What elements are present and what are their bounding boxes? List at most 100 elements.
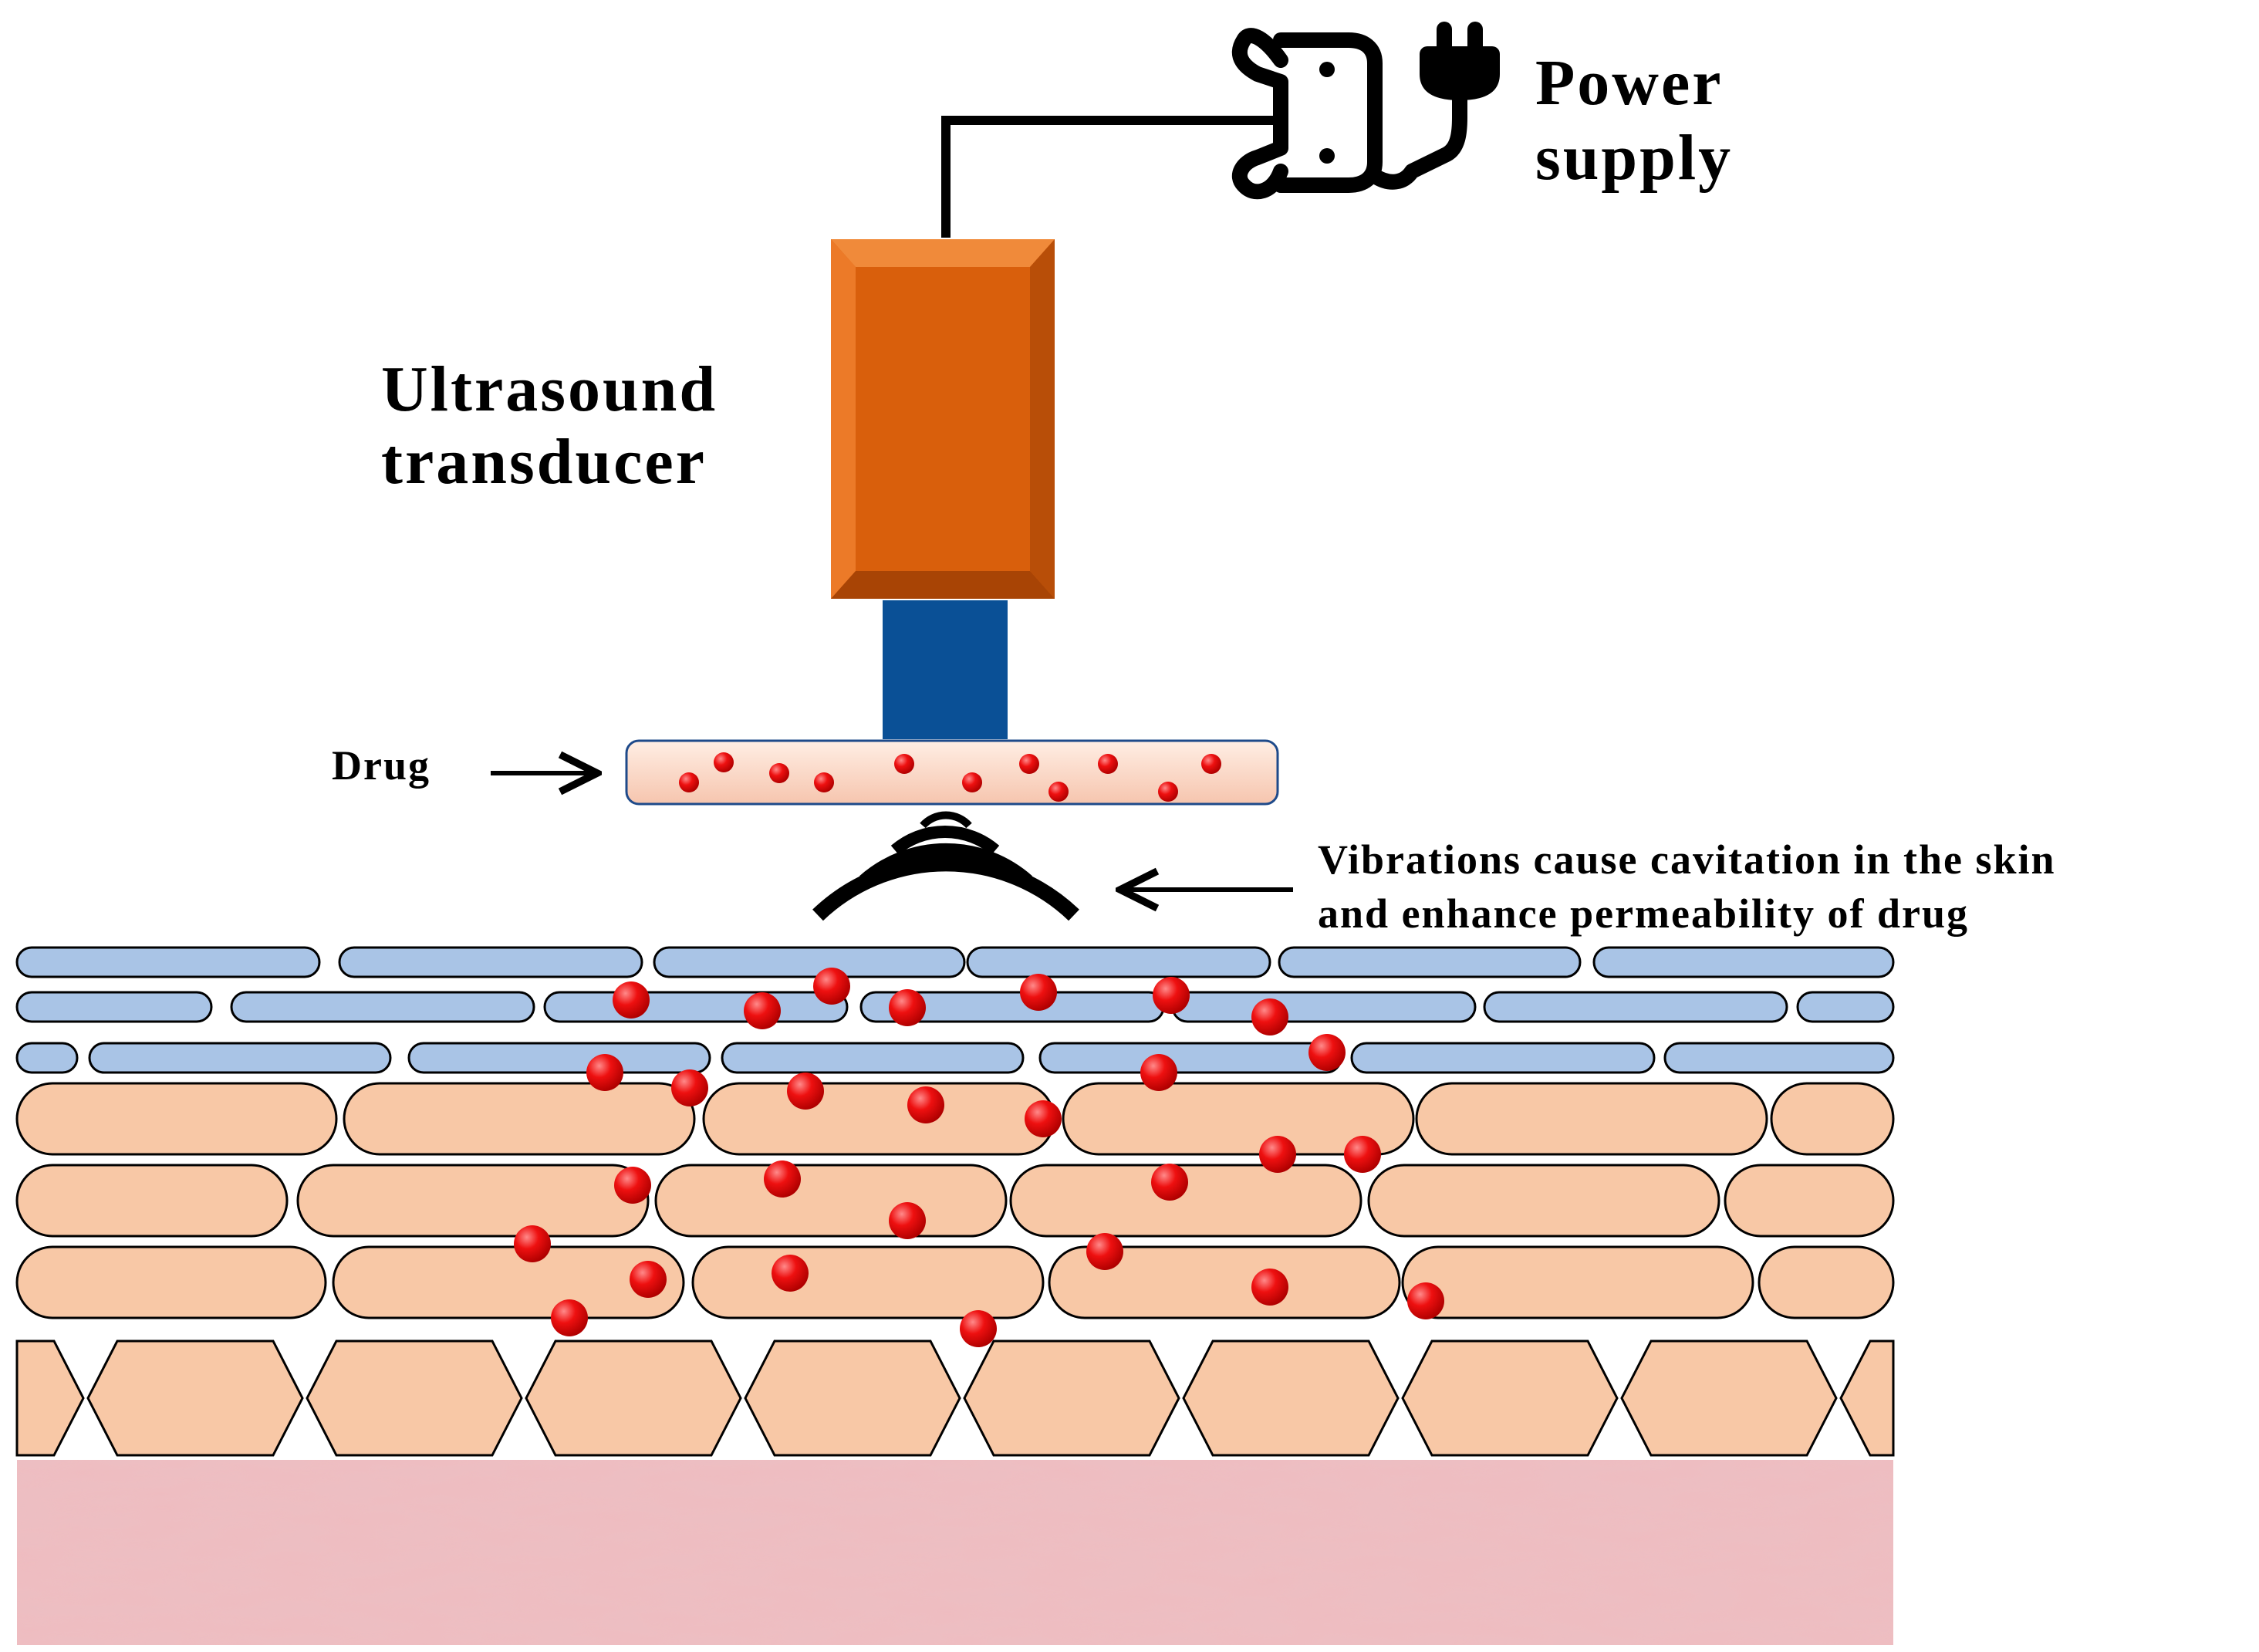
stratum-cell: [15, 946, 321, 978]
drug-particle: [671, 1069, 708, 1106]
drug-particle: [1151, 1164, 1188, 1201]
drug-particle: [1201, 754, 1221, 774]
drug-particle: [962, 772, 982, 792]
epidermis-cells: [15, 1082, 1895, 1319]
epidermis-cell: [1770, 1082, 1895, 1156]
drug-particle: [772, 1255, 809, 1292]
drug-particle: [1019, 754, 1039, 774]
epidermis-cell: [1062, 1082, 1415, 1156]
drug-particles-in-patch: [679, 752, 1221, 802]
drug-particle: [1140, 1054, 1177, 1091]
epidermis-cell: [1009, 1164, 1362, 1238]
power-cable: [941, 116, 1281, 238]
vibrations-label: Vibrations cause cavitation in the skin …: [1318, 836, 2068, 937]
basal-cell: [1620, 1340, 1838, 1457]
ultrasound-transducer: [831, 239, 1055, 599]
stratum-cell: [1483, 991, 1788, 1023]
transducer-neck: [883, 600, 1008, 739]
power-supply-line-1: Power: [1535, 47, 1722, 119]
stratum-cell: [15, 991, 213, 1023]
drug-particle: [1153, 977, 1190, 1014]
stratum-cell: [1796, 991, 1895, 1023]
drug-particle: [813, 968, 850, 1005]
ultrasound-wave-icon: [812, 811, 1079, 921]
epidermis-cell: [1724, 1164, 1895, 1238]
epidermis-cell: [1048, 1245, 1401, 1319]
drug-particle: [1251, 998, 1288, 1035]
basal-cell: [525, 1340, 742, 1457]
transducer-line-2: transducer: [381, 426, 707, 498]
epidermis-cell: [15, 1082, 338, 1156]
drug-label: Drug: [332, 742, 431, 789]
stratum-cell: [966, 946, 1271, 978]
basal-cell: [1839, 1340, 1895, 1457]
epidermis-cell: [1415, 1082, 1768, 1156]
drug-particle: [744, 992, 781, 1029]
stratum-cell: [1278, 946, 1582, 978]
epidermis-cell: [15, 1245, 327, 1319]
drug-particle: [1025, 1100, 1062, 1137]
epidermis-cell: [691, 1245, 1045, 1319]
epidermis-cell: [296, 1164, 650, 1238]
drug-particle: [889, 989, 926, 1026]
basal-cell: [306, 1340, 523, 1457]
stratum-cell: [1038, 1042, 1342, 1074]
drug-particles-in-skin: [514, 968, 1444, 1347]
drug-particle: [1259, 1136, 1296, 1173]
stratum-cell: [721, 1042, 1025, 1074]
power-outlet-plug-icon: [1231, 22, 1500, 200]
drug-particle: [787, 1073, 824, 1110]
drug-particle: [889, 1202, 926, 1239]
power-supply-line-2: supply: [1535, 122, 1733, 194]
power-supply-label: Power supply: [1535, 47, 1741, 194]
epidermis-cell: [1401, 1245, 1754, 1319]
drug-particle: [769, 763, 789, 783]
epidermis-cell: [654, 1164, 1008, 1238]
stratum-cell: [1663, 1042, 1895, 1074]
basal-cell: [1182, 1340, 1400, 1457]
stratum-cell: [230, 991, 535, 1023]
drug-particle: [814, 772, 834, 792]
epidermis-cell: [332, 1245, 685, 1319]
epidermis-cell: [343, 1082, 696, 1156]
stratum-cell: [1592, 946, 1895, 978]
drug-particle: [714, 752, 734, 772]
epidermis-cell: [702, 1082, 1055, 1156]
drug-particle: [1158, 782, 1178, 802]
drug-particle: [764, 1160, 801, 1198]
drug-particle: [1407, 1282, 1444, 1319]
drug-particle: [907, 1086, 944, 1123]
drug-patch: [625, 739, 1279, 806]
stratum-cell: [653, 946, 966, 978]
drug-particle: [614, 1167, 651, 1204]
vibrations-line-1: Vibrations cause cavitation in the skin: [1318, 836, 2056, 883]
drug-particle: [1086, 1233, 1123, 1270]
stratum-cell: [338, 946, 643, 978]
stratum-cell: [543, 991, 849, 1023]
dermis-layer: [17, 1460, 1893, 1645]
drug-particle: [1020, 974, 1057, 1011]
basal-cell: [15, 1340, 85, 1457]
transducer-line-1: Ultrasound: [381, 353, 718, 425]
drug-particle: [960, 1310, 997, 1347]
transducer-label: Ultrasound transducer: [381, 353, 736, 498]
drug-particle: [1048, 782, 1069, 802]
epidermis-cell: [1758, 1245, 1895, 1319]
basal-cell: [963, 1340, 1180, 1457]
vibrations-line-2: and enhance permeability of drug: [1318, 890, 1969, 937]
drug-particle: [1308, 1034, 1346, 1071]
drug-particle: [586, 1054, 623, 1091]
basal-cell: [86, 1340, 304, 1457]
stratum-cell: [407, 1042, 711, 1074]
basal-cell: [744, 1340, 961, 1457]
epidermis-cell: [1367, 1164, 1720, 1238]
drug-particle: [1344, 1136, 1381, 1173]
stratum-cell: [1350, 1042, 1656, 1074]
drug-particle: [679, 772, 699, 792]
stratum-cell: [15, 1042, 79, 1074]
drug-particle: [630, 1261, 667, 1298]
drug-particle: [894, 754, 914, 774]
drug-particle: [1251, 1269, 1288, 1306]
drug-particle: [551, 1299, 588, 1336]
